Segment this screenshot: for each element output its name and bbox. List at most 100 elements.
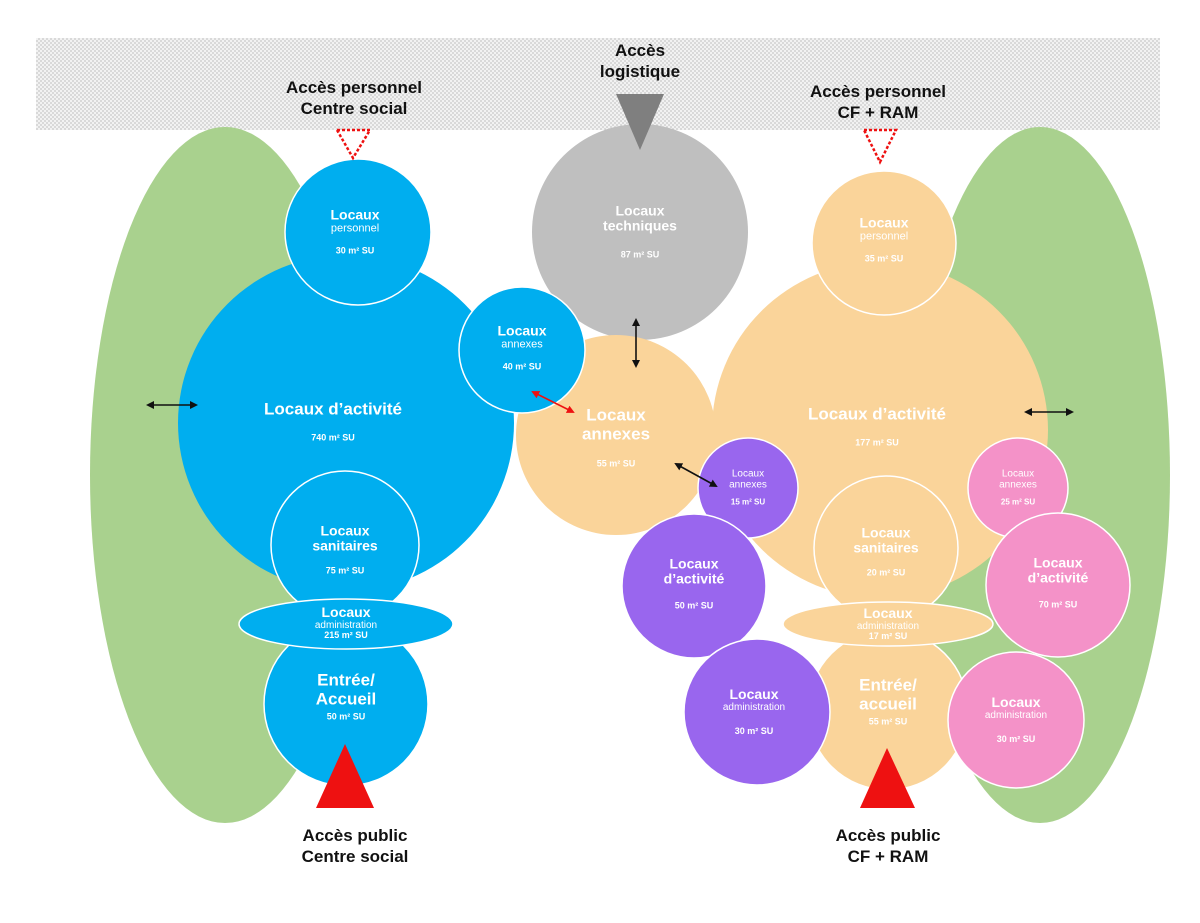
pink-annexes-title: Locaux bbox=[1001, 468, 1035, 480]
left-personnel-subtitle: personnel bbox=[330, 222, 380, 235]
right-activite-label: Locaux d’activité 177 m² SU bbox=[808, 404, 946, 449]
pink-activite-circle bbox=[985, 512, 1131, 658]
purple-activite-subtitle: d’activité bbox=[663, 571, 725, 588]
arrow-annexes-red bbox=[531, 391, 575, 413]
pink-administration-title: Locaux bbox=[991, 693, 1041, 710]
center-techniques-area: 87 m² SU bbox=[620, 249, 660, 260]
left-personnel-title: Locaux bbox=[330, 206, 380, 223]
center-techniques-label: Locaux techniques 87 m² SU bbox=[603, 202, 677, 261]
logistics-access-line2: logistique bbox=[599, 62, 681, 81]
left-personnel-circle bbox=[284, 158, 432, 306]
left-annexes-area: 40 m² SU bbox=[502, 361, 542, 372]
pink-activite-subtitle: d’activité bbox=[1027, 570, 1089, 587]
left-activite-label: Locaux d’activité 740 m² SU bbox=[264, 399, 402, 444]
right-personnel-subtitle: personnel bbox=[859, 230, 909, 243]
left-administration-subtitle: administration bbox=[314, 620, 378, 632]
logistics-access-triangle bbox=[616, 94, 664, 150]
pink-administration-label: Locaux administration 30 m² SU bbox=[984, 693, 1048, 745]
public-access-right-line1: Accès public bbox=[835, 825, 941, 845]
left-accueil-subtitle: Accueil bbox=[315, 689, 377, 709]
staff-access-right-line1: Accès personnel bbox=[809, 81, 947, 101]
left-sanitaires-label: Locaux sanitaires 75 m² SU bbox=[312, 522, 378, 577]
left-activite-title: Locaux d’activité bbox=[264, 399, 402, 419]
right-accueil-subtitle: accueil bbox=[859, 694, 917, 714]
purple-administration-subtitle: administration bbox=[722, 702, 786, 714]
pink-administration-area: 30 m² SU bbox=[996, 734, 1036, 745]
left-annexes-circle bbox=[458, 286, 586, 414]
purple-annexes-subtitle: annexes bbox=[729, 479, 767, 491]
right-activite-title: Locaux d’activité bbox=[808, 404, 946, 424]
right-activite-circle bbox=[712, 262, 1048, 598]
right-administration-ellipse bbox=[782, 601, 994, 647]
right-administration-title: Locaux bbox=[863, 604, 913, 621]
left-personnel-area: 30 m² SU bbox=[335, 245, 375, 256]
center-techniques-title: Locaux bbox=[615, 202, 665, 219]
purple-annexes-area: 15 m² SU bbox=[730, 497, 766, 507]
pink-annexes-subtitle: annexes bbox=[999, 479, 1037, 491]
right-administration-area: 17 m² SU bbox=[868, 631, 908, 642]
staff-access-left-line2: Centre social bbox=[300, 99, 408, 118]
staff-access-left-triangle bbox=[334, 128, 373, 161]
pink-administration-subtitle: administration bbox=[984, 710, 1048, 722]
left-sanitaires-area: 75 m² SU bbox=[325, 565, 365, 576]
right-administration-subtitle: administration bbox=[856, 621, 920, 633]
staff-access-right-label: Accès personnel CF + RAM bbox=[810, 81, 946, 124]
arrow-annexes-purple bbox=[674, 463, 718, 487]
left-annexes-label: Locaux annexes 40 m² SU bbox=[497, 322, 547, 372]
pink-annexes-area: 25 m² SU bbox=[1000, 497, 1036, 507]
left-accueil-label: Entrée/ Accueil 50 m² SU bbox=[316, 671, 376, 722]
public-access-left-label: Accès public Centre social bbox=[302, 825, 409, 868]
logistics-access-line1: Accès bbox=[614, 40, 666, 60]
purple-annexes-title: Locaux bbox=[731, 468, 765, 480]
right-personnel-label: Locaux personnel 35 m² SU bbox=[859, 214, 909, 264]
left-administration-area: 215 m² SU bbox=[324, 630, 368, 641]
right-accueil-label: Entrée/ accueil 55 m² SU bbox=[859, 676, 917, 727]
left-administration-label: Locaux administration 215 m² SU bbox=[314, 603, 378, 641]
public-access-right-line2: CF + RAM bbox=[847, 847, 929, 866]
left-accueil-title: Entrée/ bbox=[317, 670, 375, 690]
center-techniques-subtitle: techniques bbox=[603, 218, 677, 235]
public-access-left-line1: Accès public bbox=[302, 825, 408, 845]
purple-activite-circle bbox=[621, 513, 767, 659]
center-annexes-subtitle: annexes bbox=[581, 424, 651, 444]
right-activite-area: 177 m² SU bbox=[855, 437, 899, 448]
left-annexes-subtitle: annexes bbox=[501, 338, 543, 351]
right-personnel-area: 35 m² SU bbox=[864, 253, 904, 264]
purple-administration-title: Locaux bbox=[729, 685, 779, 702]
right-administration-label: Locaux administration 17 m² SU bbox=[856, 604, 920, 642]
left-accueil-area: 50 m² SU bbox=[326, 711, 366, 722]
public-access-left-triangle bbox=[316, 744, 374, 808]
left-activite-circle bbox=[178, 255, 514, 591]
staff-access-left-line1: Accès personnel bbox=[285, 77, 423, 97]
left-annexes-title: Locaux bbox=[497, 322, 547, 339]
right-sanitaires-area: 20 m² SU bbox=[866, 567, 906, 578]
purple-administration-label: Locaux administration 30 m² SU bbox=[722, 685, 786, 737]
purple-administration-circle bbox=[683, 638, 831, 786]
pink-activite-title: Locaux bbox=[1033, 554, 1083, 571]
logistics-access-label: Accès logistique bbox=[600, 40, 680, 83]
purple-administration-area: 30 m² SU bbox=[734, 726, 774, 737]
staff-access-right-line2: CF + RAM bbox=[837, 103, 919, 122]
left-administration-ellipse bbox=[238, 598, 454, 650]
left-sanitaires-title: Locaux bbox=[320, 522, 370, 539]
center-techniques-circle bbox=[532, 124, 748, 340]
center-annexes-label: Locaux annexes 55 m² SU bbox=[582, 406, 650, 469]
street-band bbox=[36, 38, 1160, 130]
left-personnel-label: Locaux personnel 30 m² SU bbox=[330, 206, 380, 256]
left-sanitaires-subtitle: sanitaires bbox=[312, 538, 378, 555]
public-access-left-line2: Centre social bbox=[301, 847, 409, 866]
right-accueil-area: 55 m² SU bbox=[868, 716, 908, 727]
purple-annexes-label: Locaux annexes 15 m² SU bbox=[729, 469, 767, 508]
right-personnel-circle bbox=[811, 170, 957, 316]
staff-access-left-label: Accès personnel Centre social bbox=[286, 77, 422, 120]
pink-activite-label: Locaux d’activité 70 m² SU bbox=[1027, 554, 1089, 611]
purple-activite-label: Locaux d’activité 50 m² SU bbox=[663, 556, 725, 612]
purple-activite-area: 50 m² SU bbox=[674, 600, 714, 611]
right-sanitaires-label: Locaux sanitaires 20 m² SU bbox=[853, 525, 918, 579]
left-administration-title: Locaux bbox=[321, 603, 371, 620]
left-activite-area: 740 m² SU bbox=[311, 432, 355, 443]
center-annexes-title: Locaux bbox=[586, 405, 646, 425]
center-annexes-area: 55 m² SU bbox=[596, 458, 636, 469]
